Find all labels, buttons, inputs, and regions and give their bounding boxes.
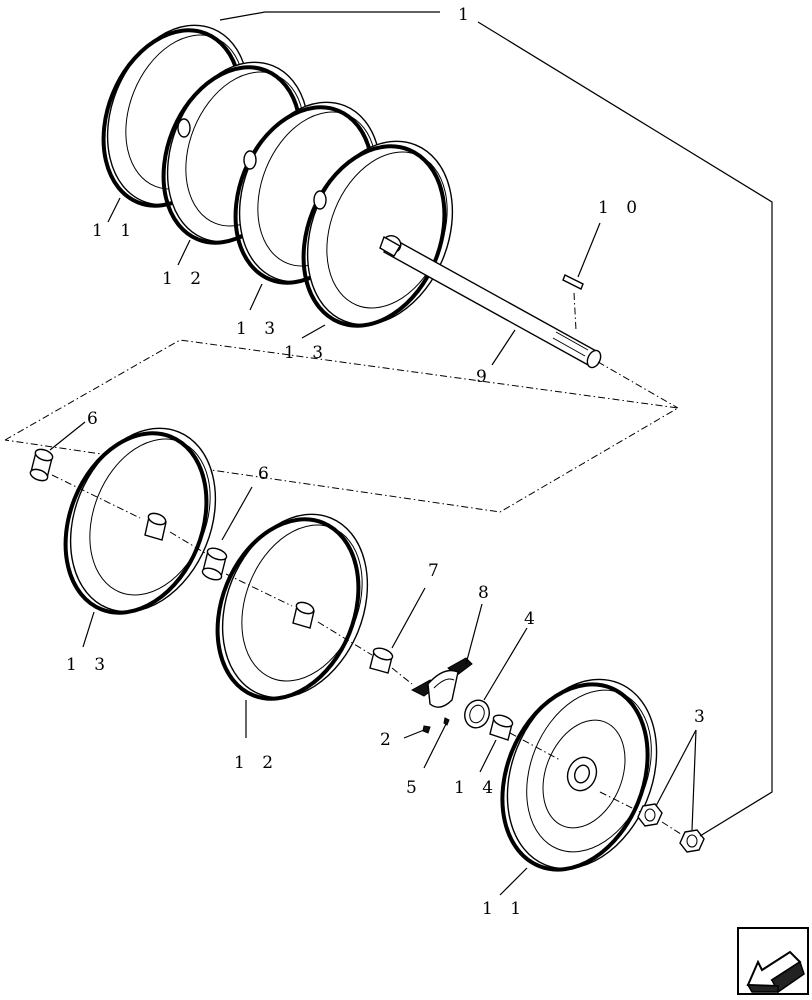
- callout-5: 5: [406, 778, 423, 798]
- bushing-14: [489, 714, 514, 741]
- callout-11-bottom: 1 1: [482, 899, 527, 919]
- nut-3-b: [679, 829, 705, 853]
- bushing-6-hub: [144, 512, 167, 541]
- callout-8: 8: [478, 583, 495, 603]
- callout-13-bottom: 1 3: [66, 655, 111, 675]
- callout-3: 3: [694, 707, 711, 727]
- callout-13-top-b: 1 3: [284, 343, 329, 363]
- key: [562, 274, 584, 290]
- callout-13-top-a: 1 3: [236, 319, 281, 339]
- wheel-13-assembled-b: [301, 140, 454, 328]
- callout-2: 2: [380, 730, 397, 750]
- assembled-wheel-stack: [101, 24, 454, 328]
- bushing-6-left: [29, 448, 54, 482]
- callout-6-right: 6: [258, 464, 275, 484]
- shaft: [379, 235, 602, 369]
- assembly-phantom-outline: [4, 339, 680, 513]
- callout-11-top: 1 1: [92, 221, 137, 241]
- callout-12-bottom: 1 2: [234, 753, 279, 773]
- callout-1: 1: [458, 5, 475, 25]
- wheel-11-exploded: [500, 678, 658, 872]
- set-screw: [422, 717, 450, 734]
- leader-lines: [49, 11, 773, 896]
- bushing-6-right: [201, 547, 228, 581]
- callout-9: 9: [476, 367, 493, 387]
- bearing: [464, 699, 490, 729]
- wheel-12-exploded: [215, 513, 369, 701]
- exploded-centerline: [51, 474, 685, 837]
- arrow-back-icon[interactable]: [737, 927, 809, 995]
- callout-14: 1 4: [454, 778, 499, 798]
- wheel-13-exploded: [63, 427, 217, 615]
- nut-3-a: [637, 803, 663, 827]
- callout-7: 7: [428, 561, 445, 581]
- callout-10: 1 0: [598, 198, 643, 218]
- callout-12-top: 1 2: [162, 269, 207, 289]
- bracket: [410, 657, 473, 708]
- callout-6-left: 6: [87, 409, 104, 429]
- callout-4: 4: [524, 609, 541, 629]
- bushing-7: [369, 647, 394, 674]
- callout-labels: 1 1 1 1 2 1 3 1 3 1 0 9 6 6 1 3 1 2 7 8 …: [66, 5, 711, 919]
